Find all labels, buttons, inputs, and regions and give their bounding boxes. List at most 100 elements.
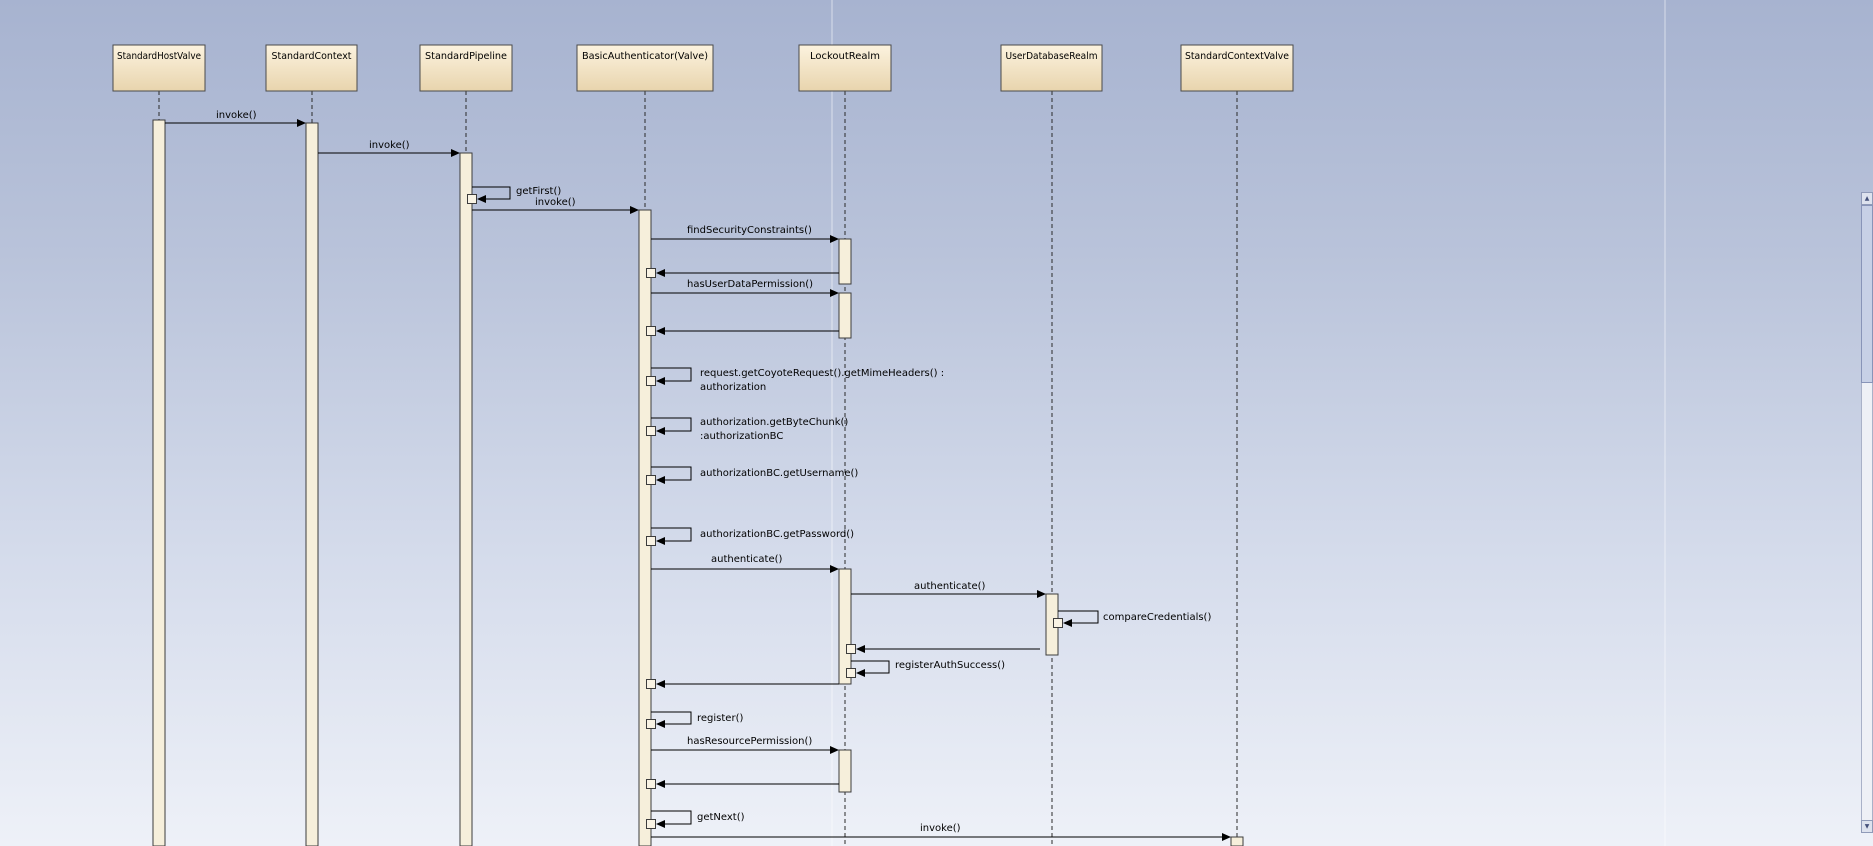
message-label: registerAuthSuccess() <box>895 660 1005 671</box>
message-getnext-self[interactable]: getNext() <box>651 810 745 828</box>
lifeline-head-box <box>576 44 714 92</box>
message-comparecredentials-self[interactable]: compareCredentials() <box>1058 610 1211 627</box>
lifeline-head-standardhostvalve[interactable]: StandardHostValve <box>112 44 206 92</box>
arrowhead-icon <box>477 195 486 203</box>
return-anchor <box>846 644 856 654</box>
message-getpassword-self[interactable]: authorizationBC.getPassword() <box>651 527 854 545</box>
message-getbytechunk-self[interactable]: authorization.getByteChunk() :authorizat… <box>651 417 848 442</box>
message-hasuserdatapermission[interactable]: hasUserDataPermission() <box>651 279 839 297</box>
scrollbar-thumb[interactable] <box>1861 205 1873 383</box>
lifeline-head-box <box>1000 44 1103 92</box>
message-label: authorization.getByteChunk() <box>700 417 848 428</box>
lifeline-head-standardpipeline[interactable]: StandardPipeline <box>419 44 513 92</box>
message-getusername-self[interactable]: authorizationBC.getUsername() <box>651 466 858 484</box>
message-label: getNext() <box>697 812 745 823</box>
message-getmimeheaders-self[interactable]: request.getCoyoteRequest().getMimeHeader… <box>651 367 944 393</box>
arrowhead-icon <box>656 537 665 545</box>
message-label-line2: :authorizationBC <box>700 431 783 442</box>
arrowhead-icon <box>630 206 639 214</box>
message-authenticate-basicauth-to-lockout[interactable]: authenticate() <box>651 554 839 573</box>
scroll-up-button[interactable]: ▲ <box>1861 192 1873 205</box>
message-label: hasResourcePermission() <box>687 736 812 747</box>
arrowhead-icon <box>856 669 865 677</box>
message-label: authorizationBC.getUsername() <box>700 468 858 479</box>
arrowhead-icon <box>656 377 665 385</box>
message-label: invoke() <box>535 197 576 208</box>
message-return-findsecurityconstraints[interactable] <box>656 269 839 277</box>
arrowhead-icon <box>656 780 665 788</box>
activation-bar-basicauthenticator[interactable] <box>638 209 652 846</box>
message-label: authenticate() <box>711 554 783 565</box>
message-label: register() <box>697 713 743 724</box>
message-return-hasuserdatapermission[interactable] <box>656 327 839 335</box>
lifeline-name: StandardPipeline <box>425 51 507 62</box>
lifeline-name: LockoutRealm <box>810 51 880 62</box>
lifeline-head-box <box>419 44 513 92</box>
lifeline-head-lockoutrealm[interactable]: LockoutRealm <box>798 44 892 92</box>
message-return-authenticate-userdb[interactable] <box>856 645 1040 653</box>
activation-bar-standardpipeline[interactable] <box>459 152 473 846</box>
lifeline-head-basicauthenticator[interactable]: BasicAuthenticator(Valve) <box>576 44 714 92</box>
message-authenticate-lockout-to-userdb[interactable]: authenticate() <box>851 581 1046 598</box>
activation-bar-lockoutrealm-3[interactable] <box>838 568 852 685</box>
message-label: invoke() <box>369 140 410 151</box>
lifeline-head-box <box>265 44 358 92</box>
message-line <box>651 810 692 825</box>
lifeline-head-standardcontextvalve[interactable]: StandardContextValve <box>1180 44 1294 92</box>
down-arrow-icon: ▼ <box>1864 823 1870 830</box>
return-anchor <box>467 194 477 204</box>
message-return-authenticate-lockout[interactable] <box>656 680 839 688</box>
message-invoke-context-to-pipeline[interactable]: invoke() <box>318 140 460 157</box>
arrowhead-icon <box>656 327 665 335</box>
message-invoke-basicauth-to-contextvalve[interactable]: invoke() <box>651 823 1231 841</box>
return-anchor <box>646 536 656 546</box>
scroll-down-button[interactable]: ▼ <box>1861 820 1873 833</box>
lifeline-head-userdatabaserealm[interactable]: UserDatabaseRealm <box>1000 44 1103 92</box>
activation-bar-lockoutrealm-1[interactable] <box>838 238 852 285</box>
message-line <box>851 660 890 674</box>
lifeline-name: BasicAuthenticator(Valve) <box>582 51 708 62</box>
message-invoke-host-to-context[interactable]: invoke() <box>165 110 306 127</box>
message-label: authenticate() <box>914 581 986 592</box>
message-line <box>1058 610 1099 624</box>
message-line <box>651 711 692 725</box>
message-line <box>472 186 511 200</box>
message-label: compareCredentials() <box>1103 612 1211 623</box>
activation-bar-lockoutrealm-4[interactable] <box>838 749 852 793</box>
message-hasresourcepermission[interactable]: hasResourcePermission() <box>651 736 839 754</box>
arrowhead-icon <box>656 680 665 688</box>
lifeline-head-standardcontext[interactable]: StandardContext <box>265 44 358 92</box>
message-line <box>651 367 692 382</box>
return-anchor <box>846 668 856 678</box>
message-line <box>651 527 692 542</box>
arrowhead-icon <box>830 746 839 754</box>
return-anchor <box>646 426 656 436</box>
message-findsecurityconstraints[interactable]: findSecurityConstraints() <box>651 225 839 243</box>
message-getfirst-self[interactable]: getFirst() <box>472 186 561 203</box>
arrowhead-icon <box>1037 590 1046 598</box>
message-return-hasresourcepermission[interactable] <box>656 780 839 788</box>
message-registerauthsuccess-self[interactable]: registerAuthSuccess() <box>851 660 1005 677</box>
lifeline-head-box <box>112 44 206 92</box>
return-anchor <box>646 475 656 485</box>
lifeline-head-box <box>798 44 892 92</box>
arrowhead-icon <box>656 427 665 435</box>
arrowhead-icon <box>1222 833 1231 841</box>
message-register-self[interactable]: register() <box>651 711 743 728</box>
message-invoke-pipeline-to-basicauth[interactable]: invoke() <box>472 197 639 214</box>
activation-bar-standardcontextvalve[interactable] <box>1230 836 1244 846</box>
arrowhead-icon <box>656 820 665 828</box>
arrowhead-icon <box>297 119 306 127</box>
activation-bar-standardhostvalve[interactable] <box>152 119 166 846</box>
activation-bar-lockoutrealm-2[interactable] <box>838 292 852 339</box>
return-anchor <box>646 679 656 689</box>
return-anchor <box>646 268 656 278</box>
arrowhead-icon <box>656 269 665 277</box>
activation-bar-standardcontext[interactable] <box>305 122 319 846</box>
arrowhead-icon <box>656 720 665 728</box>
message-label: request.getCoyoteRequest().getMimeHeader… <box>700 368 944 379</box>
return-anchor <box>646 326 656 336</box>
lifeline-name: UserDatabaseRealm <box>1006 51 1098 62</box>
